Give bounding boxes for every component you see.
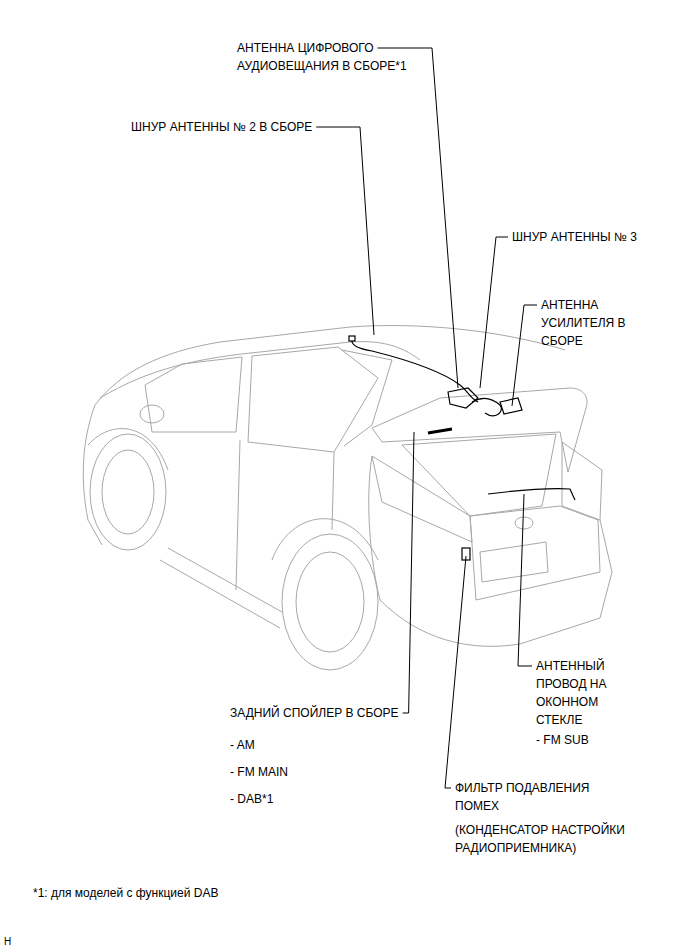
leader-line [377,48,458,388]
rear-wheel [282,534,378,670]
front-wheel [90,434,166,550]
leader-line [512,305,537,406]
glass-wire [488,489,575,500]
rear-arch [272,519,378,560]
part-label: - FM MAIN [230,763,288,781]
sill-lower [160,560,280,628]
rear-glass [402,434,556,516]
part-label: ШНУР АНТЕННЫ № 3 [512,228,637,246]
bumper [380,520,612,646]
front-body [83,405,102,545]
spoiler-antenna [428,429,452,433]
emblem [515,517,533,529]
sill [168,548,282,612]
dab-antenna [448,388,478,408]
part-label: ЗАДНИЙ СПОЙЛЕР В СБОРЕ [230,704,399,722]
leader-line [316,127,374,335]
front-rim [102,450,154,534]
part-label: АНТЕННЫЙ ПРОВОД НА ОКОННОМ СТЕКЛЕ [536,657,636,729]
part-label: *1: для моделей с функцией DAB [33,884,218,902]
part-label: АНТЕННА ЦИФРОВОГО АУДИОВЕЩАНИЯ В СБОРЕ*1 [237,39,437,75]
antenna-cord-2 [352,341,478,402]
part-label: ФИЛЬТР ПОДАВЛЕНИЯ ПОМЕХ [455,779,630,815]
rear-side-window [248,347,378,452]
roof-line [95,326,565,405]
mirror [140,405,164,423]
antenna-parts [349,336,575,560]
cord-connector [349,336,355,341]
quarter-window [342,350,392,446]
door-line [332,452,334,530]
part-label: ШНУР АНТЕННЫ № 2 В СБОРЕ [131,118,312,136]
leader-line [403,432,414,713]
tail-light [562,442,602,520]
tail-light [372,456,472,542]
rear-quarter [369,456,380,600]
plate [480,542,548,582]
door-line [236,440,240,590]
leader-line [480,237,508,388]
antenna-cord-3 [472,398,501,415]
part-label: - AM [230,736,255,754]
part-label: (КОНДЕНСАТОР НАСТРОЙКИ РАДИОПРИЕМНИКА) [455,821,670,857]
rear-rim [296,552,364,652]
amplifier [500,398,522,414]
spoiler [372,388,587,472]
part-label: - DAB*1 [230,790,273,808]
part-label: АНТЕННА УСИЛИТЕЛЯ В СБОРЕ [541,296,651,350]
roof-rail [100,342,420,398]
car-outline [83,326,612,670]
part-label: - FM SUB [536,731,589,749]
leader-line [518,494,532,666]
part-label: H [4,933,11,950]
hatch [470,506,600,600]
front-arch [88,429,168,470]
leader-line [445,556,466,788]
